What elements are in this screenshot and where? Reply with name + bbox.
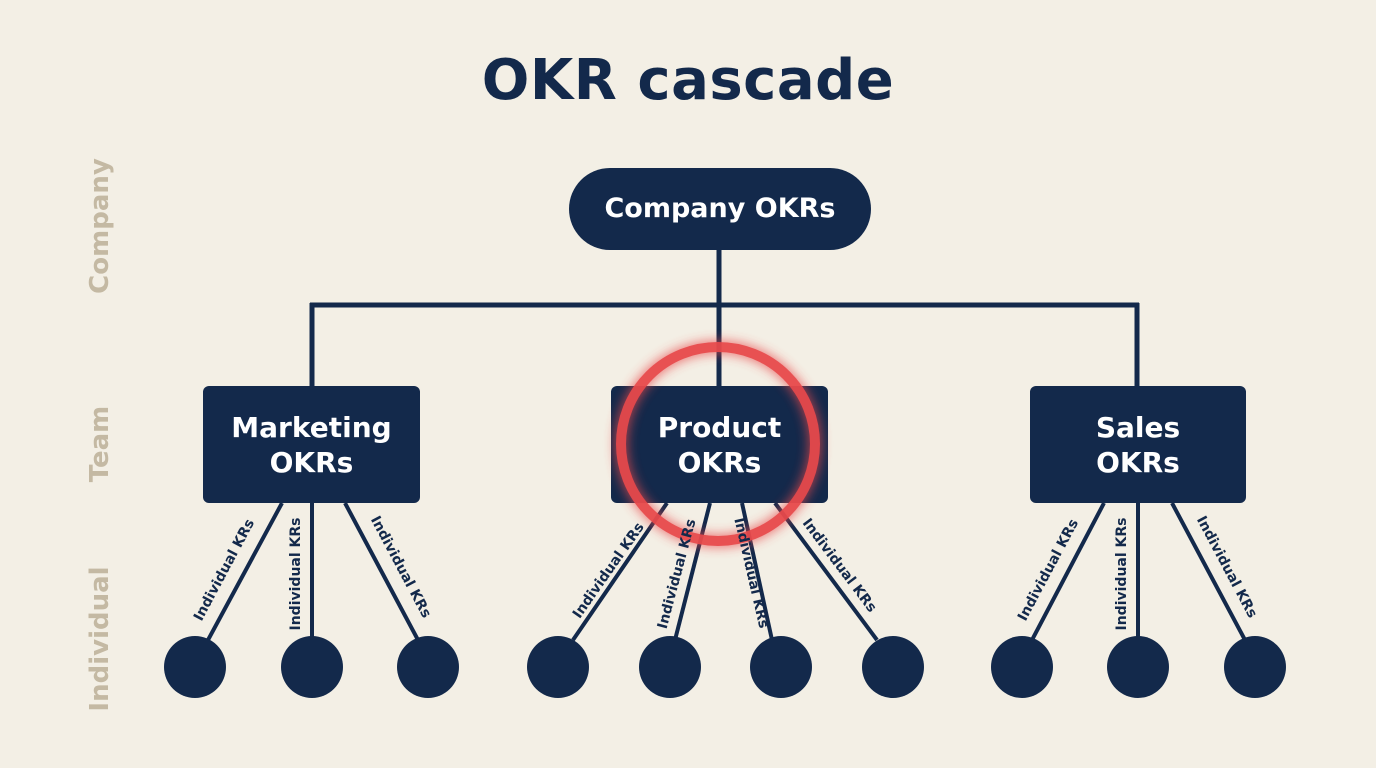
individual-node[interactable] bbox=[750, 636, 812, 698]
company-okrs-node[interactable] bbox=[569, 168, 871, 250]
page-title: OKR cascade bbox=[481, 48, 895, 113]
marketing-line1: Marketing bbox=[231, 411, 392, 444]
sales-okrs-node[interactable] bbox=[1030, 386, 1246, 503]
product-line2: OKRs bbox=[677, 446, 762, 479]
individual-node[interactable] bbox=[1107, 636, 1169, 698]
kr-line bbox=[673, 502, 712, 641]
kr-line bbox=[1030, 502, 1106, 641]
kr-label: Individual KRs bbox=[288, 518, 304, 631]
kr-line bbox=[343, 502, 420, 641]
individual-node[interactable] bbox=[1224, 636, 1286, 698]
kr-line bbox=[571, 501, 669, 642]
kr-label: Individual KRs bbox=[799, 516, 880, 616]
highlight-ring bbox=[616, 342, 820, 546]
kr-label: Individual KRs bbox=[1114, 518, 1130, 631]
individual-node[interactable] bbox=[164, 636, 226, 698]
sales-line1: Sales bbox=[1095, 411, 1181, 444]
kr-line bbox=[206, 502, 284, 641]
individual-node[interactable] bbox=[991, 636, 1053, 698]
individual-node[interactable] bbox=[639, 636, 701, 698]
company-okrs-label: Company OKRs bbox=[604, 193, 836, 224]
kr-line bbox=[740, 502, 774, 641]
product-okrs-label: Product OKRs bbox=[611, 410, 828, 480]
kr-line bbox=[773, 501, 879, 642]
product-okrs-node[interactable] bbox=[611, 386, 828, 503]
sales-line2: OKRs bbox=[1096, 446, 1180, 479]
kr-label: Individual KRs bbox=[570, 520, 648, 622]
marketing-okrs-node[interactable] bbox=[203, 386, 420, 503]
sales-okrs-label: Sales OKRs bbox=[1030, 410, 1246, 480]
individual-node[interactable] bbox=[281, 636, 343, 698]
marketing-okrs-label: Marketing OKRs bbox=[203, 410, 420, 480]
marketing-line2: OKRs bbox=[269, 446, 354, 479]
individual-node[interactable] bbox=[397, 636, 459, 698]
individual-node[interactable] bbox=[862, 636, 924, 698]
product-line1: Product bbox=[657, 411, 782, 444]
individual-node[interactable] bbox=[527, 636, 589, 698]
kr-line bbox=[1170, 502, 1247, 641]
